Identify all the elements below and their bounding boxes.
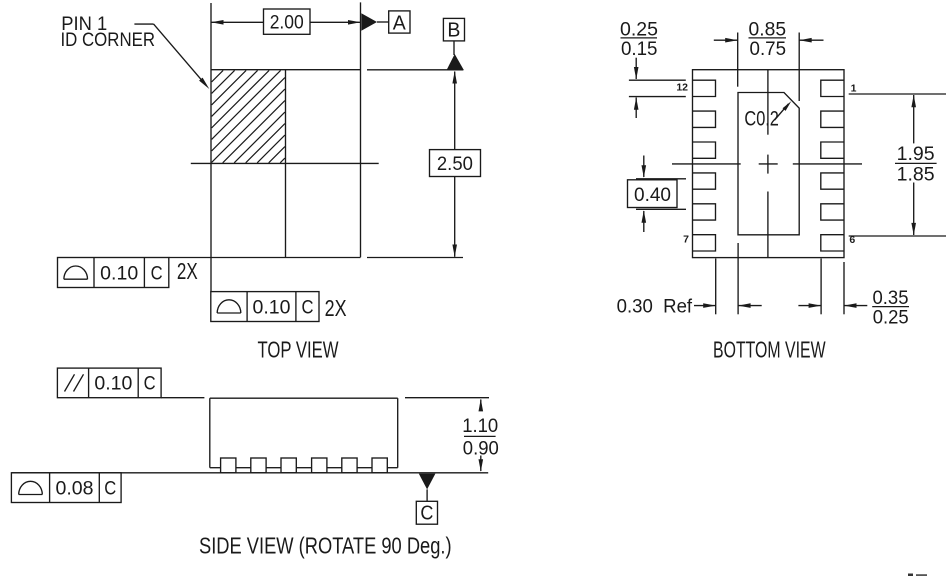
svg-text:1.95: 1.95 <box>897 144 935 165</box>
svg-text:C: C <box>302 297 314 318</box>
svg-text:1.10: 1.10 <box>462 416 498 437</box>
svg-text:2.50: 2.50 <box>437 154 473 175</box>
svg-text:0.35: 0.35 <box>873 288 909 309</box>
svg-text:7: 7 <box>683 234 689 246</box>
svg-text:0.40: 0.40 <box>634 185 671 206</box>
svg-text:0.25: 0.25 <box>620 19 658 40</box>
svg-text:BOTTOM VIEW: BOTTOM VIEW <box>713 337 826 363</box>
svg-text:TOP VIEW: TOP VIEW <box>258 337 339 363</box>
svg-text:A: A <box>393 12 407 34</box>
svg-text:2X: 2X <box>325 295 347 321</box>
svg-text:0.08: 0.08 <box>56 478 94 499</box>
svg-text:2X: 2X <box>177 258 198 284</box>
svg-text:0.10: 0.10 <box>100 264 138 285</box>
svg-text:C: C <box>420 503 433 525</box>
svg-text:C0.2: C0.2 <box>744 108 779 131</box>
svg-text:0.30 Ref: 0.30 Ref <box>617 296 693 317</box>
svg-text:0.75: 0.75 <box>750 39 787 60</box>
svg-text:0.10: 0.10 <box>253 297 291 318</box>
svg-text:0.25: 0.25 <box>873 308 909 329</box>
svg-text:0.10: 0.10 <box>94 374 132 395</box>
svg-text:12: 12 <box>676 82 688 94</box>
svg-text:ID CORNER: ID CORNER <box>61 30 156 51</box>
svg-text:PIN 1: PIN 1 <box>61 14 107 35</box>
svg-text:2.00: 2.00 <box>270 12 304 33</box>
svg-text:0.90: 0.90 <box>463 438 499 459</box>
svg-text:SIDE VIEW (ROTATE 90 Deg.): SIDE VIEW (ROTATE 90 Deg.) <box>199 533 452 559</box>
svg-text:C: C <box>144 374 156 395</box>
svg-text:1: 1 <box>851 83 857 95</box>
svg-text:0.15: 0.15 <box>621 39 658 60</box>
svg-text:1.85: 1.85 <box>897 164 935 185</box>
svg-text:C: C <box>151 264 163 285</box>
svg-text:6: 6 <box>849 234 855 246</box>
svg-text:C: C <box>104 478 116 499</box>
svg-text:0.85: 0.85 <box>749 19 787 40</box>
svg-text:B: B <box>447 20 460 42</box>
